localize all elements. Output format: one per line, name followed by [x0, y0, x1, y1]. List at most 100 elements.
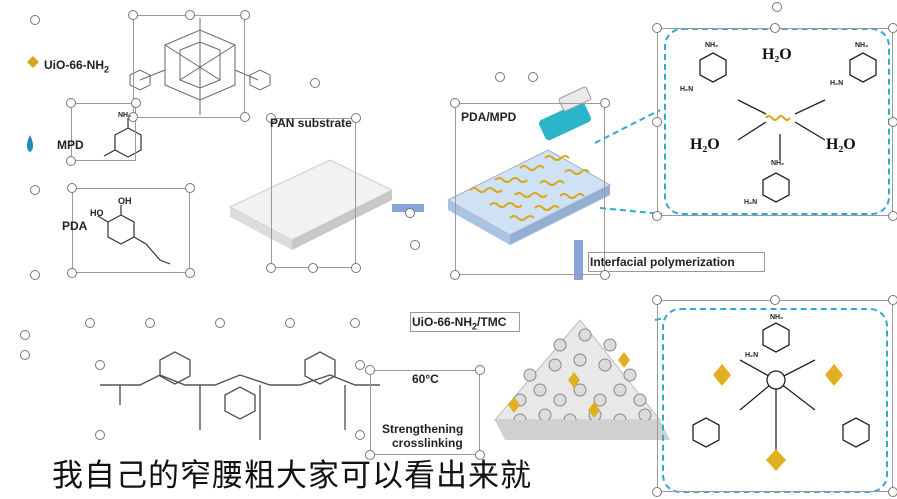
mof-panel-molecules: [692, 322, 870, 455]
resize-handle[interactable]: [652, 295, 662, 305]
hydration-panel-molecules: [699, 52, 877, 203]
selection-box-uio-tmc[interactable]: [410, 312, 520, 332]
resize-handle[interactable]: [888, 117, 897, 127]
label-crosslinking: crosslinking: [392, 436, 463, 450]
resize-handle[interactable]: [600, 98, 610, 108]
resize-handle[interactable]: [770, 23, 780, 33]
resize-handle[interactable]: [240, 10, 250, 20]
label-nh2: NH₂: [705, 42, 719, 49]
selection-box-mof[interactable]: [657, 300, 893, 492]
polymer-chain: [100, 351, 380, 440]
label-nh2: NH₂: [770, 314, 784, 321]
resize-handle[interactable]: [888, 23, 897, 33]
rotate-handle[interactable]: [350, 318, 360, 328]
mpd-drop-icon: [27, 135, 33, 152]
label-uio-tmc: UiO-66-NH2/TMC: [412, 315, 507, 332]
resize-handle[interactable]: [475, 450, 485, 460]
label-pda: PDA: [62, 219, 88, 233]
selection-box-pda[interactable]: [72, 188, 190, 273]
resize-handle[interactable]: [128, 10, 138, 20]
label-interfacial-polymerization: Interfacial polymerization: [590, 255, 735, 269]
resize-handle[interactable]: [128, 112, 138, 122]
resize-handle[interactable]: [95, 430, 105, 440]
resize-handle[interactable]: [67, 183, 77, 193]
label-pda-mpd: PDA/MPD: [461, 110, 517, 124]
resize-handle[interactable]: [67, 268, 77, 278]
mof-membrane-pyramid: [493, 319, 670, 440]
uio-66-cluster-structure: [129, 18, 271, 115]
pda-molecule: [97, 205, 171, 265]
mof-panel-diamonds: [713, 364, 843, 471]
rotate-handle[interactable]: [30, 185, 40, 195]
label-nh2: NH₂: [855, 42, 869, 49]
label-nh2: NH₂: [118, 112, 132, 119]
resize-handle[interactable]: [95, 360, 105, 370]
resize-handle[interactable]: [888, 295, 897, 305]
resize-handle[interactable]: [351, 263, 361, 273]
rotate-handle[interactable]: [285, 318, 295, 328]
resize-handle[interactable]: [308, 263, 318, 273]
resize-handle[interactable]: [351, 113, 361, 123]
rotate-handle[interactable]: [145, 318, 155, 328]
resize-handle[interactable]: [266, 263, 276, 273]
resize-handle[interactable]: [450, 98, 460, 108]
pipette-icon: [539, 86, 592, 141]
label-ho: HO: [90, 208, 104, 218]
label-h2o-left: H₂O: [690, 136, 720, 153]
selection-box-mpd[interactable]: [71, 103, 136, 161]
resize-handle[interactable]: [652, 117, 662, 127]
pda-mpd-slab: [446, 149, 612, 245]
video-subtitle: 我自己的窄腰粗大家可以看出来就: [52, 458, 532, 494]
resize-handle[interactable]: [888, 211, 897, 221]
selection-box-pda-mpd[interactable]: [455, 103, 605, 275]
resize-handle[interactable]: [185, 10, 195, 20]
resize-handle[interactable]: [131, 98, 141, 108]
selection-box-uio-structure[interactable]: [133, 15, 245, 118]
resize-handle[interactable]: [365, 365, 375, 375]
resize-handle[interactable]: [410, 240, 420, 250]
resize-handle[interactable]: [185, 183, 195, 193]
selection-box-interfacial[interactable]: [588, 252, 765, 272]
resize-handle[interactable]: [266, 113, 276, 123]
uio-diamond-icon: [27, 56, 39, 68]
resize-handle[interactable]: [20, 330, 30, 340]
rotate-handle[interactable]: [30, 15, 40, 25]
resize-handle[interactable]: [888, 487, 897, 497]
rotate-handle[interactable]: [310, 78, 320, 88]
resize-handle[interactable]: [652, 487, 662, 497]
resize-handle[interactable]: [365, 450, 375, 460]
rotate-handle[interactable]: [528, 72, 538, 82]
rotate-handle[interactable]: [85, 318, 95, 328]
selection-box-conditions[interactable]: [370, 370, 480, 455]
label-mpd: MPD: [57, 138, 84, 152]
resize-handle[interactable]: [652, 211, 662, 221]
rotate-handle[interactable]: [30, 270, 40, 280]
pan-substrate-slab: [228, 159, 394, 250]
resize-handle[interactable]: [770, 295, 780, 305]
rotate-handle[interactable]: [772, 2, 782, 12]
resize-handle[interactable]: [450, 270, 460, 280]
resize-handle[interactable]: [600, 270, 610, 280]
resize-handle[interactable]: [185, 268, 195, 278]
resize-handle[interactable]: [20, 350, 30, 360]
label-h2n: H₂N: [744, 199, 758, 206]
label-oh: OH: [118, 196, 132, 206]
label-uio: UiO-66-NH2: [44, 58, 110, 75]
resize-handle[interactable]: [405, 208, 415, 218]
rotate-handle[interactable]: [495, 72, 505, 82]
label-h2n: H₂N: [830, 80, 844, 87]
rotate-handle[interactable]: [215, 318, 225, 328]
resize-handle[interactable]: [66, 156, 76, 166]
resize-handle[interactable]: [66, 98, 76, 108]
label-strengthening: Strengthening: [382, 422, 464, 436]
resize-handle[interactable]: [475, 365, 485, 375]
label-temperature: 60°C: [412, 372, 439, 386]
label-h2n: H₂N: [745, 352, 759, 359]
mof-detail-panel: [662, 308, 888, 493]
resize-handle[interactable]: [652, 23, 662, 33]
resize-handle[interactable]: [240, 112, 250, 122]
resize-handle[interactable]: [355, 360, 365, 370]
label-pan-substrate: PAN substrate: [270, 116, 352, 130]
selection-box-pan[interactable]: [271, 118, 356, 268]
resize-handle[interactable]: [355, 430, 365, 440]
